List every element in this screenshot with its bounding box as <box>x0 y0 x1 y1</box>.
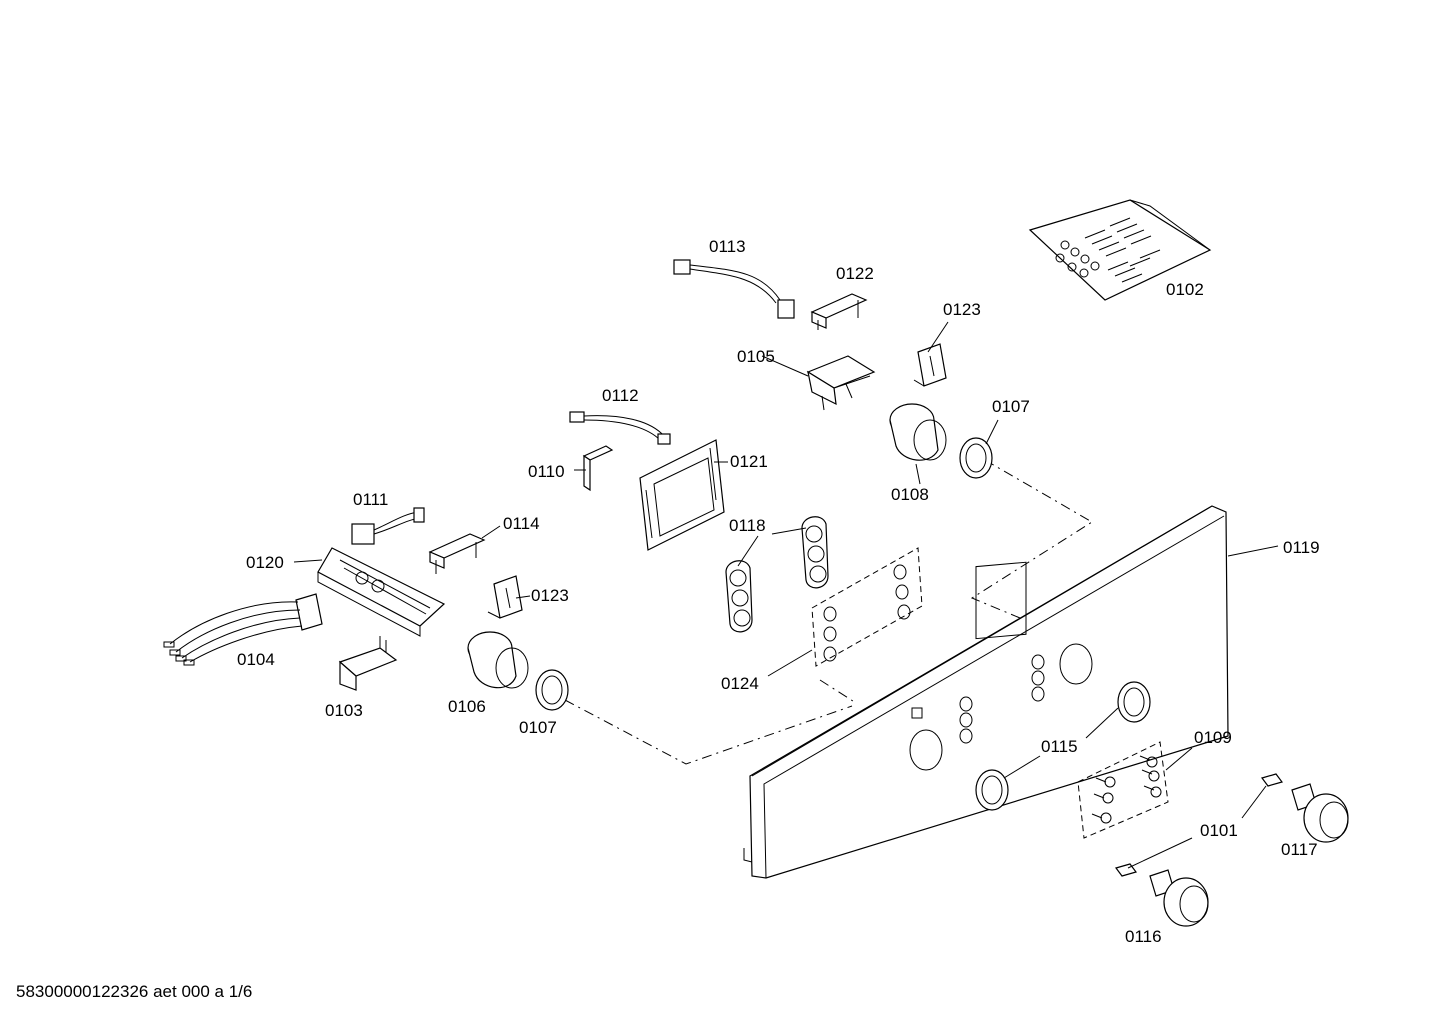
label-0117: 0117 <box>1281 840 1318 859</box>
label-0123a: 0123 <box>943 300 981 319</box>
part-0102-screw-bag <box>1028 199 1212 301</box>
label-0103: 0103 <box>325 701 363 720</box>
part-0122-clip <box>810 293 868 330</box>
part-0101-inserts <box>1114 773 1284 877</box>
part-0103-bracket <box>338 636 398 691</box>
part-0120-pcb <box>317 547 446 637</box>
part-0106-sleeve <box>467 631 529 689</box>
part-0123a-bracket <box>913 343 947 387</box>
label-0123b: 0123 <box>531 586 569 605</box>
label-0120: 0120 <box>246 553 284 572</box>
label-0106: 0106 <box>448 697 486 716</box>
label-0116: 0116 <box>1125 927 1162 946</box>
label-0115: 0115 <box>1041 737 1078 756</box>
label-0119: 0119 <box>1283 538 1320 557</box>
label-0111: 0111 <box>353 490 388 509</box>
part-0116-knob <box>1149 869 1209 927</box>
leader-lines <box>293 321 1279 869</box>
part-0121-control-module <box>639 439 725 551</box>
label-0107b: 0107 <box>519 718 557 737</box>
part-0109-screws <box>1077 741 1169 839</box>
label-0121: 0121 <box>730 452 768 471</box>
label-0114: 0114 <box>503 514 540 533</box>
part-0119-front-panel <box>743 505 1229 879</box>
part-labels: 0113 0122 0102 0123 0105 0107 0112 0110 … <box>237 237 1320 946</box>
label-0118: 0118 <box>729 516 766 535</box>
part-0107a-ring <box>959 437 993 479</box>
part-0117-knob <box>1291 783 1349 843</box>
label-0104: 0104 <box>237 650 275 669</box>
label-0124: 0124 <box>721 674 759 693</box>
part-0115-rings <box>975 681 1151 811</box>
part-0108-sleeve <box>889 403 947 461</box>
part-0123b-bracket <box>487 575 523 619</box>
part-0114-clip <box>428 533 486 574</box>
label-0112: 0112 <box>602 386 639 405</box>
label-0122: 0122 <box>836 264 874 283</box>
label-0108: 0108 <box>891 485 929 504</box>
part-0104-wire-harness <box>163 593 323 666</box>
part-0110-clip <box>582 445 614 492</box>
label-0109: 0109 <box>1194 728 1232 747</box>
part-0111-cable <box>351 507 425 545</box>
part-0105-switch <box>806 355 876 411</box>
part-0113-cable <box>673 259 795 319</box>
label-0102: 0102 <box>1166 280 1204 299</box>
label-0105: 0105 <box>737 347 775 366</box>
part-0112-cable <box>569 411 671 445</box>
part-0107b-ring <box>535 669 569 711</box>
label-0113: 0113 <box>709 237 746 256</box>
assembly-lines <box>564 459 1093 765</box>
label-0110: 0110 <box>528 462 565 481</box>
label-0101: 0101 <box>1200 821 1238 840</box>
drawing-reference: 58300000122326 aet 000 a 1/6 <box>16 982 252 1001</box>
label-0107a: 0107 <box>992 397 1030 416</box>
part-0124-buttons <box>811 547 923 667</box>
part-0118-button-strips <box>725 516 829 633</box>
